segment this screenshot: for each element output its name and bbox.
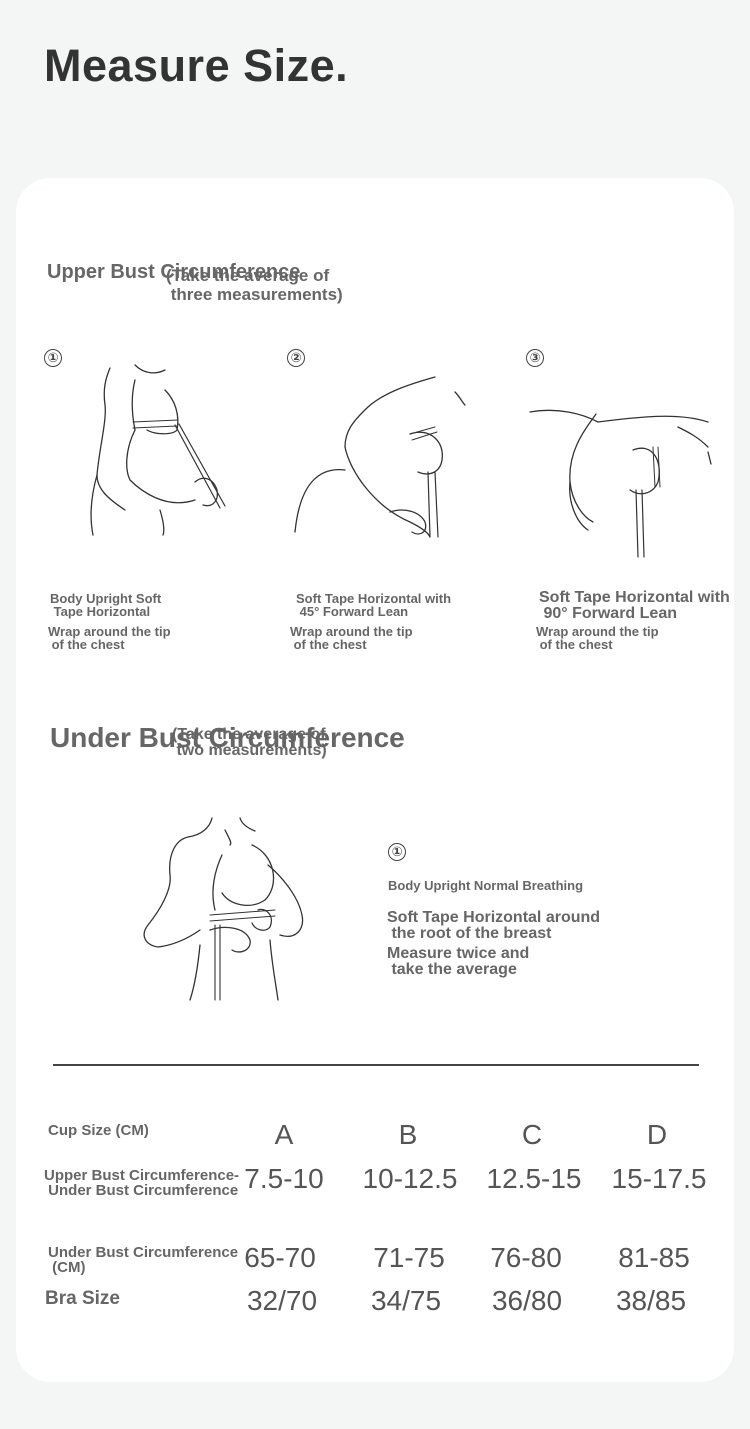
under-step-position: Body Upright Normal Breathing (388, 878, 584, 893)
step-3-number: ③ (526, 349, 544, 367)
table-cell: 81-85 (618, 1242, 690, 1273)
table-cell: 15-17.5 (611, 1163, 707, 1194)
upright-measure-illustration (85, 360, 235, 540)
step-3-wrap: Wrap around the tip of the chest (536, 624, 659, 652)
table-cell: 12.5-15 (486, 1163, 582, 1194)
cup-b: B (398, 1119, 418, 1150)
table-cell: 10-12.5 (362, 1163, 458, 1194)
upper-bust-title: Upper Bust Circumference (47, 261, 301, 283)
table-cell: 32/70 (246, 1285, 318, 1316)
upper-bust-note: (Take the average of three measurements) (166, 266, 343, 304)
step-2-wrap: Wrap around the tip of the chest (290, 624, 413, 652)
table-cell: 71-75 (373, 1242, 445, 1273)
table-cell: 36/80 (491, 1285, 563, 1316)
table-header-label: Cup Size (CM) (48, 1122, 149, 1139)
cup-a: A (274, 1119, 294, 1150)
table-cell: 34/75 (370, 1285, 442, 1316)
under-bust-title: Under Bust Circumference (50, 722, 405, 753)
size-guide-card (16, 178, 734, 1382)
forward-lean-45-illustration (290, 372, 475, 547)
row-bra-size-label: Bra Size (45, 1288, 120, 1309)
table-cell: 65-70 (244, 1242, 316, 1273)
table-cell: 38/85 (615, 1285, 687, 1316)
cup-d: D (646, 1119, 668, 1150)
step-1-number: ① (44, 349, 62, 367)
row-difference-label: Upper Bust Circumference- Under Bust Cir… (44, 1167, 240, 1199)
step-1-position: Body Upright Soft Tape Horizontal (50, 591, 162, 619)
under-step-average: Measure twice and take the average (387, 945, 530, 978)
under-step-tape: Soft Tape Horizontal around the root of … (387, 909, 601, 942)
under-step-number: ① (388, 843, 406, 861)
row-underbust-label: Under Bust Circumference (CM) (48, 1244, 239, 1276)
forward-lean-90-illustration (528, 402, 713, 562)
step-3-position: Soft Tape Horizontal with 90° Forward Le… (539, 589, 730, 622)
cup-c: C (521, 1119, 543, 1150)
table-cell: 76-80 (490, 1242, 562, 1273)
step-2-position: Soft Tape Horizontal with 45° Forward Le… (296, 591, 452, 619)
under-bust-illustration (140, 815, 310, 1005)
under-bust-note: (Take the average of two measurements) (172, 726, 327, 759)
step-1-wrap: Wrap around the tip of the chest (48, 624, 171, 652)
step-2-number: ② (287, 349, 305, 367)
divider-line (53, 1064, 699, 1066)
page-title: Measure Size. (44, 40, 349, 91)
table-cell: 7.5-10 (244, 1163, 324, 1194)
